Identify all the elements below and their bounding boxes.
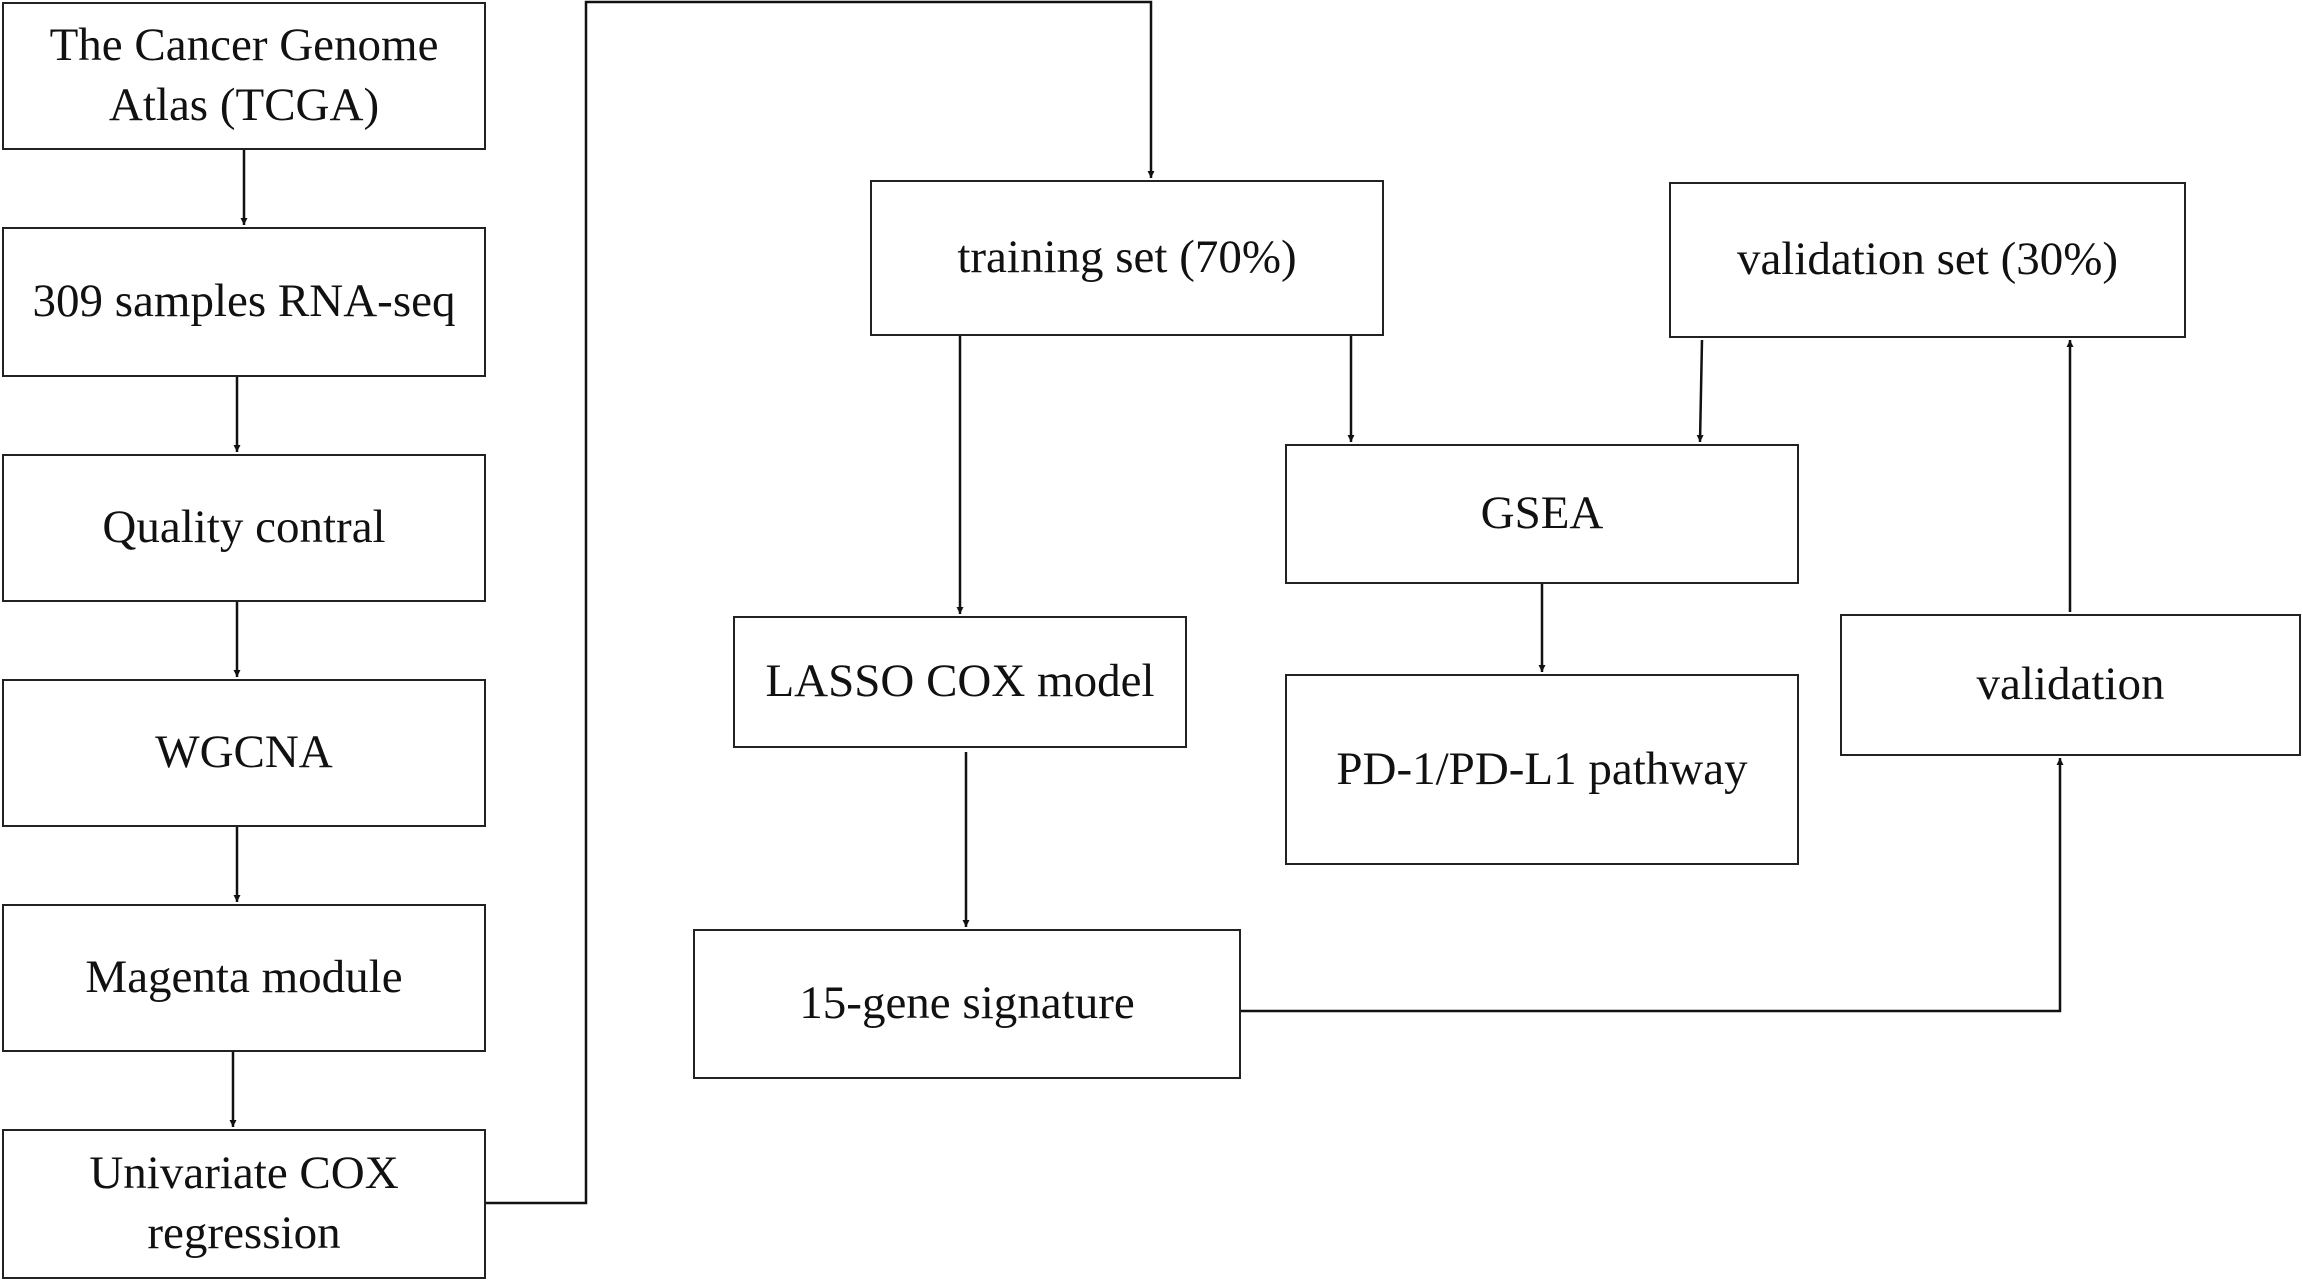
validation-set-label: validation set (30%) — [1736, 233, 2119, 286]
arrow-signature-to-validation — [1241, 758, 2064, 1013]
tcga-label-line2: Atlas (TCGA) — [108, 79, 380, 131]
pd1-pathway-label: PD-1/PD-L1 pathway — [1336, 742, 1748, 795]
gene-signature-node: 15-gene signature — [693, 929, 1241, 1079]
univariate-cox-label-line2: regression — [147, 1207, 341, 1259]
rnaseq-label: 309 samples RNA-seq — [32, 275, 456, 328]
gsea-label: GSEA — [1480, 487, 1604, 540]
gsea-node: GSEA — [1285, 444, 1799, 584]
quality-control-label: Quality contral — [102, 501, 386, 554]
training-set-node: training set (70%) — [870, 180, 1384, 336]
quality-control-node: Quality contral — [2, 454, 486, 602]
magenta-module-label: Magenta module — [85, 951, 403, 1004]
validation-set-node: validation set (30%) — [1669, 182, 2186, 338]
lasso-cox-node: LASSO COX model — [733, 616, 1187, 748]
pd1-pathway-node: PD-1/PD-L1 pathway — [1285, 674, 1799, 865]
tcga-node: The Cancer Genome Atlas (TCGA) — [2, 2, 486, 150]
magenta-module-node: Magenta module — [2, 904, 486, 1052]
gene-signature-label: 15-gene signature — [799, 977, 1135, 1030]
wgcna-node: WGCNA — [2, 679, 486, 827]
validation-node: validation — [1840, 614, 2301, 756]
univariate-cox-node: Univariate COX regression — [2, 1129, 486, 1279]
rnaseq-node: 309 samples RNA-seq — [2, 227, 486, 377]
arrow-validation-set-to-gsea — [1696, 339, 1704, 443]
arrow-univariate-to-training — [486, 0, 1155, 1205]
univariate-cox-label-line1: Univariate COX — [89, 1147, 399, 1200]
wgcna-label: WGCNA — [155, 726, 333, 779]
tcga-label-line1: The Cancer Genome — [49, 19, 439, 72]
lasso-cox-label: LASSO COX model — [765, 655, 1155, 708]
validation-label: validation — [1976, 658, 2165, 711]
training-set-label: training set (70%) — [957, 231, 1297, 284]
